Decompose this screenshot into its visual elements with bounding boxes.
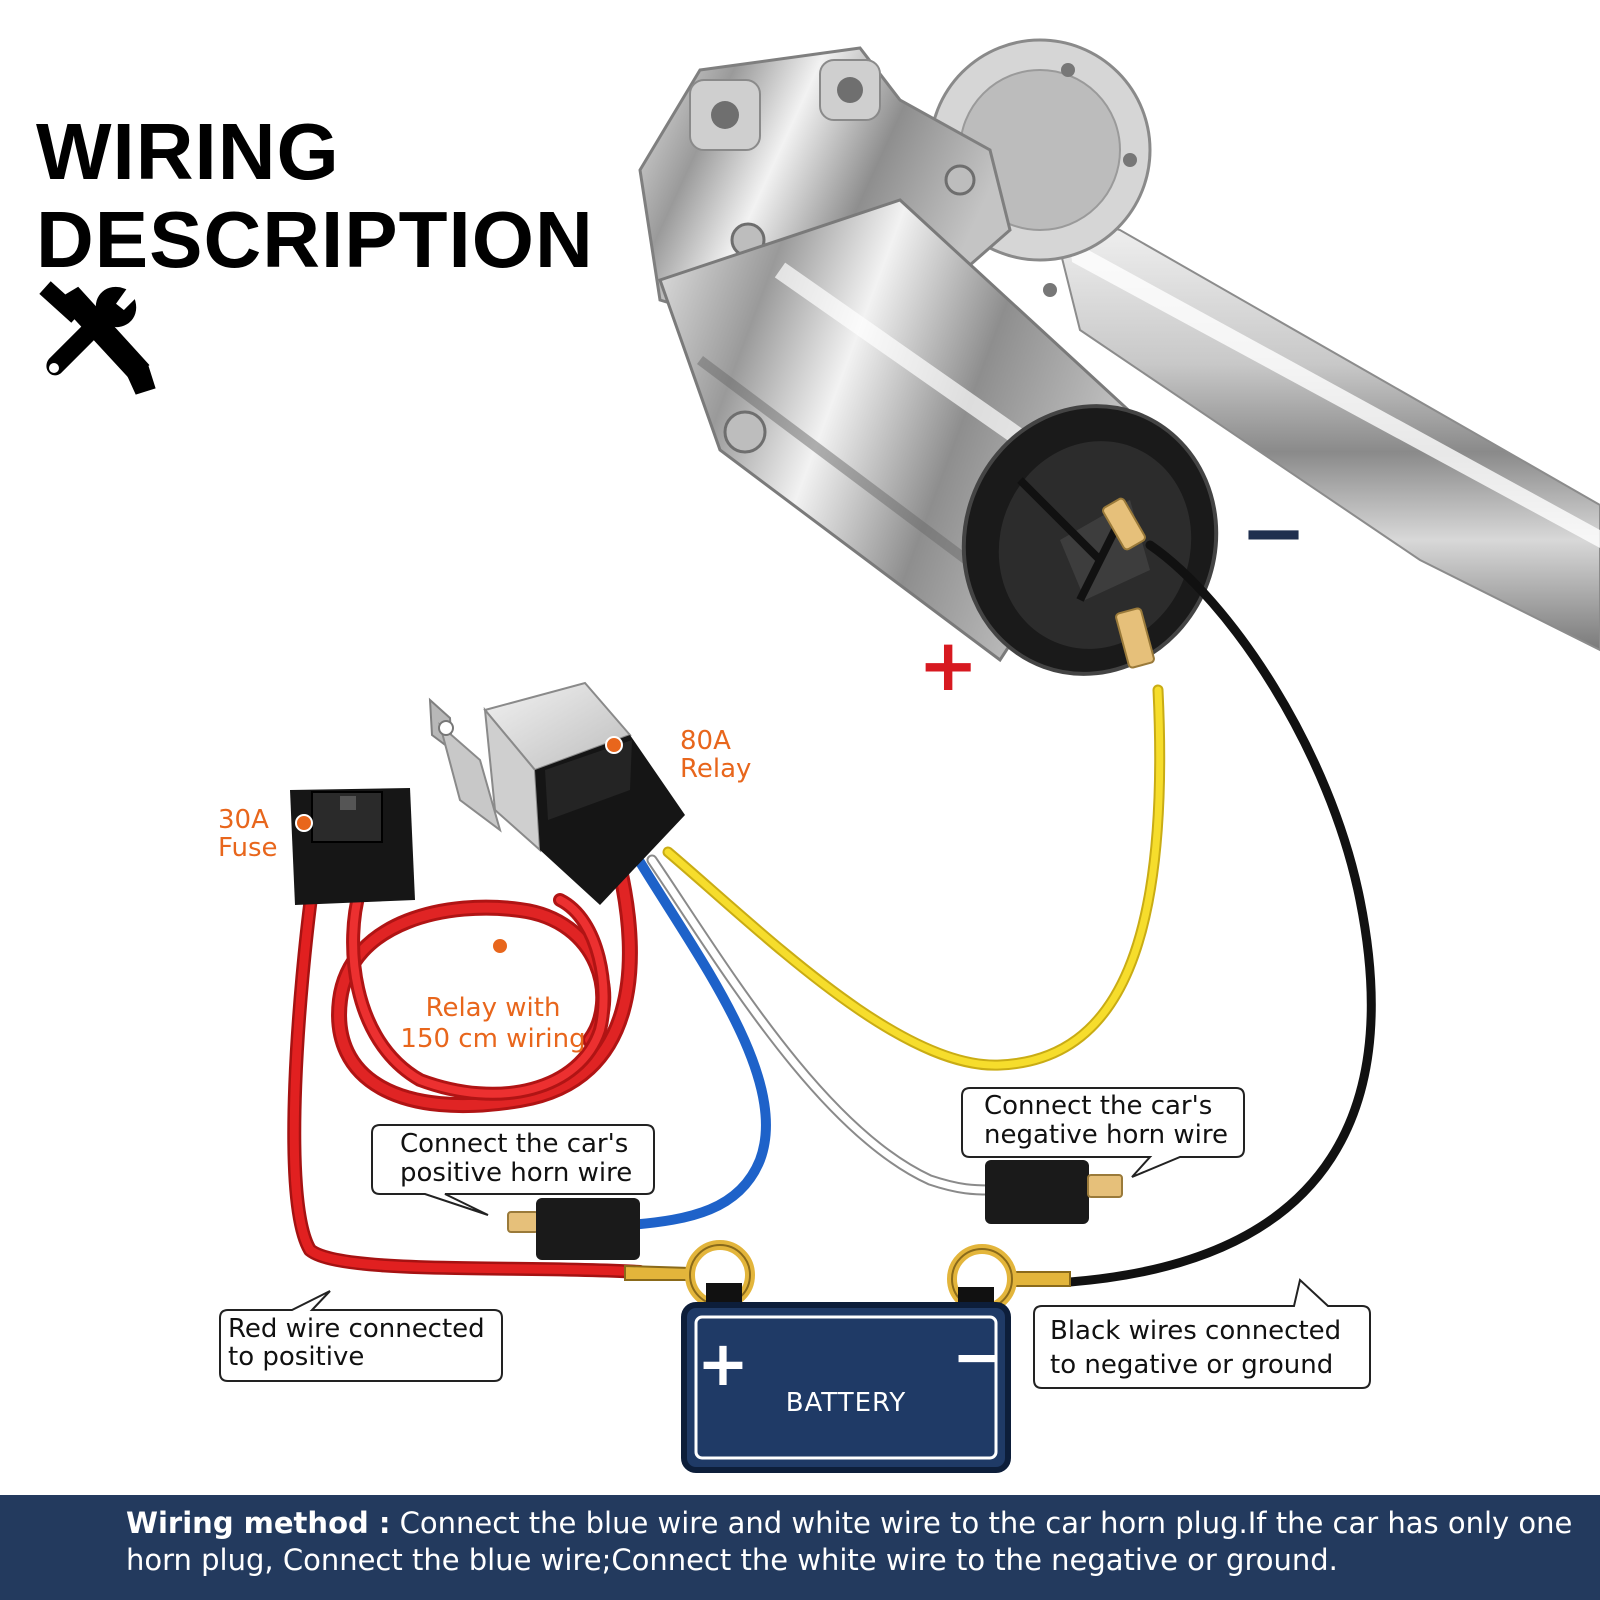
footer-text: Wiring method : Connect the blue wire an…	[126, 1505, 1586, 1579]
footer-heading: Wiring method :	[126, 1506, 391, 1540]
relay-wiring-label-line1: Relay with	[425, 993, 561, 1023]
callout-red-wire-line2: to positive	[228, 1342, 365, 1372]
callout-black-wire: Black wires connected to negative or gro…	[1050, 1314, 1341, 1382]
page-title-line1: WIRING	[36, 107, 340, 196]
positive-horn-plug	[507, 1198, 640, 1260]
callout-positive-horn: Connect the car's positive horn wire	[400, 1130, 632, 1188]
relay-label-line2: Relay	[680, 754, 752, 784]
fuse-label: 30A Fuse	[218, 806, 278, 862]
relay-wiring-label-line2: 150 cm wiring	[400, 1024, 586, 1054]
callout-positive-horn-line1: Connect the car's	[400, 1129, 629, 1159]
callout-box-red-wire	[219, 1290, 503, 1382]
callout-negative-horn-line2: negative horn wire	[984, 1120, 1228, 1150]
battery: + −	[681, 1283, 1011, 1473]
callout-boxes	[219, 1087, 1371, 1389]
air-horn-compressor	[638, 38, 1600, 676]
horn-positive-terminal	[1115, 607, 1155, 669]
battery-positive-symbol: +	[697, 1327, 749, 1400]
callout-black-wire-line2: to negative or ground	[1050, 1350, 1334, 1380]
battery-negative-symbol: −	[952, 1320, 1004, 1393]
black-wire	[1065, 540, 1376, 1287]
relay-wiring-label: Relay with 150 cm wiring	[398, 993, 588, 1055]
callout-red-wire: Red wire connected to positive	[228, 1315, 485, 1371]
relay-wiring-marker-dot	[491, 937, 509, 955]
footer-banner: Wiring method : Connect the blue wire an…	[0, 1495, 1600, 1600]
wires	[287, 540, 1376, 1287]
callout-negative-horn-line1: Connect the car's	[984, 1091, 1213, 1121]
callout-positive-horn-line2: positive horn wire	[400, 1158, 633, 1188]
callout-black-wire-line1: Black wires connected	[1050, 1316, 1342, 1346]
page-title-line2: DESCRIPTION	[36, 195, 594, 284]
horn-negative-terminal	[1102, 497, 1146, 551]
horn-positive-symbol: +	[918, 623, 978, 707]
fuse-label-line1: 30A	[218, 805, 269, 835]
callout-box-black-wire	[1033, 1278, 1371, 1389]
relay-label: 80A Relay	[680, 727, 751, 783]
page-title: WIRING DESCRIPTION	[36, 108, 594, 284]
callout-red-wire-line1: Red wire connected	[228, 1314, 485, 1344]
relay	[428, 681, 685, 905]
callout-negative-horn: Connect the car's negative horn wire	[984, 1092, 1228, 1150]
callout-box-positive-horn	[371, 1124, 655, 1216]
fuse-label-line2: Fuse	[218, 833, 278, 863]
fuse-holder	[290, 788, 415, 905]
wrench-screwdriver-icon	[39, 281, 156, 395]
relay-label-line1: 80A	[680, 726, 731, 756]
callout-box-negative-horn	[961, 1087, 1245, 1178]
footer-body: Connect the blue wire and white wire to …	[126, 1506, 1573, 1577]
horn-polarity-marks: − +	[918, 486, 1307, 707]
battery-label: BATTERY	[785, 1388, 907, 1418]
negative-horn-plug	[985, 1160, 1123, 1224]
relay-marker-dot	[605, 736, 623, 754]
fuse-marker-dot	[295, 814, 313, 832]
white-wire	[646, 854, 996, 1196]
horn-negative-symbol: −	[1240, 486, 1307, 579]
blue-wire	[625, 857, 771, 1230]
